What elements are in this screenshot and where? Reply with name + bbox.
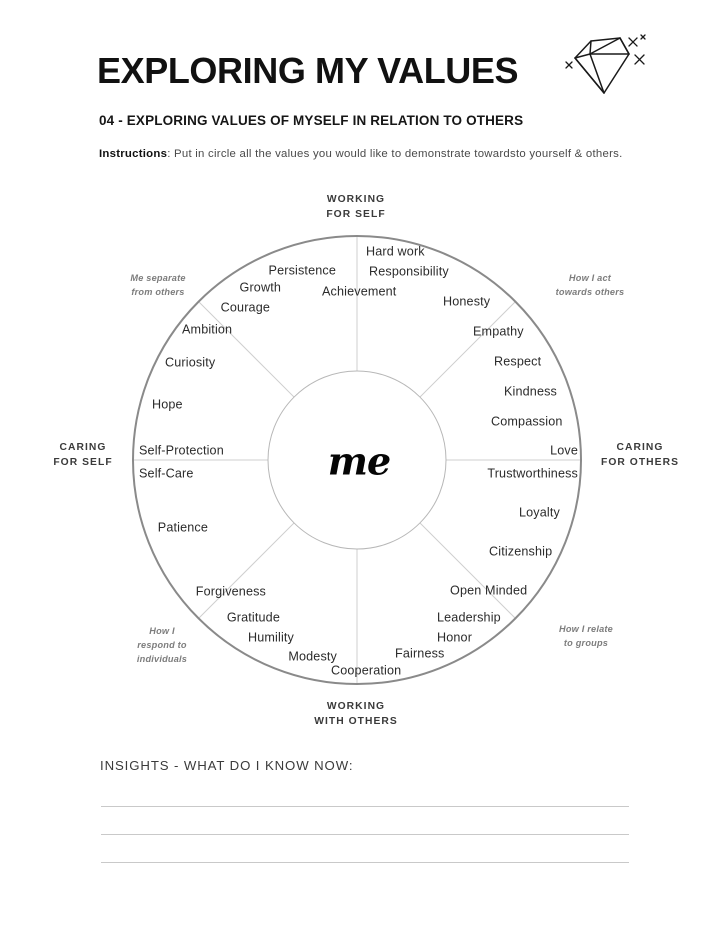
wheel-value-label[interactable]: Loyalty: [519, 505, 560, 520]
wheel-value-label[interactable]: Empathy: [473, 324, 524, 339]
instructions-label: Instructions: [99, 148, 168, 160]
wheel-value-label[interactable]: Growth: [239, 280, 281, 295]
wheel-value-label[interactable]: Modesty: [288, 649, 337, 664]
wheel-value-label[interactable]: Love: [550, 443, 578, 458]
insights-line[interactable]: [101, 862, 629, 863]
diamond-icon: [565, 34, 646, 94]
insights-heading: INSIGHTS - WHAT DO I KNOW NOW:: [100, 758, 354, 773]
wheel-value-label[interactable]: Self-Protection: [139, 443, 224, 458]
wheel-value-label[interactable]: Self-Care: [139, 466, 194, 481]
wheel-value-label[interactable]: Trustworthiness: [487, 466, 578, 481]
wheel-value-label[interactable]: Patience: [157, 520, 208, 535]
wheel-value-label[interactable]: Humility: [248, 630, 294, 645]
page-title: EXPLORING MY VALUES: [97, 50, 519, 91]
wheel-value-label[interactable]: Respect: [494, 354, 542, 369]
instructions-block: Instructions: Put in circle all the valu…: [99, 145, 627, 165]
wheel-value-label[interactable]: Honesty: [443, 294, 491, 309]
wheel-value-label[interactable]: Responsibility: [369, 264, 449, 279]
wheel-value-label[interactable]: Curiosity: [165, 355, 216, 370]
page-subtitle: 04 - EXPLORING VALUES OF MYSELF IN RELAT…: [99, 113, 524, 128]
wheel-value-label[interactable]: Hard work: [366, 244, 425, 259]
wheel-value-label[interactable]: Forgiveness: [195, 584, 266, 599]
insights-line[interactable]: [101, 806, 629, 807]
wheel-value-label[interactable]: Persistence: [268, 263, 336, 278]
wheel-value-label[interactable]: Cooperation: [331, 663, 402, 678]
wheel-value-label[interactable]: Ambition: [182, 322, 233, 337]
wheel-value-label[interactable]: Compassion: [491, 414, 563, 429]
wheel-value-label[interactable]: Courage: [220, 300, 270, 315]
wheel-value-label[interactable]: Leadership: [437, 610, 501, 625]
wheel-value-label[interactable]: Kindness: [504, 384, 558, 399]
wheel-value-label[interactable]: Hope: [152, 397, 183, 412]
wheel-value-label[interactable]: Honor: [437, 630, 473, 645]
wheel-value-label[interactable]: Achievement: [322, 284, 397, 299]
instructions-text: : Put in circle all the values you would…: [167, 148, 623, 160]
wheel-value-label[interactable]: Citizenship: [489, 544, 553, 559]
wheel-center-label: me: [327, 438, 391, 484]
wheel-value-label[interactable]: Gratitude: [226, 610, 280, 625]
insights-line[interactable]: [101, 834, 629, 835]
wheel-value-label[interactable]: Fairness: [395, 646, 445, 661]
wheel-value-label[interactable]: Open Minded: [450, 583, 528, 598]
